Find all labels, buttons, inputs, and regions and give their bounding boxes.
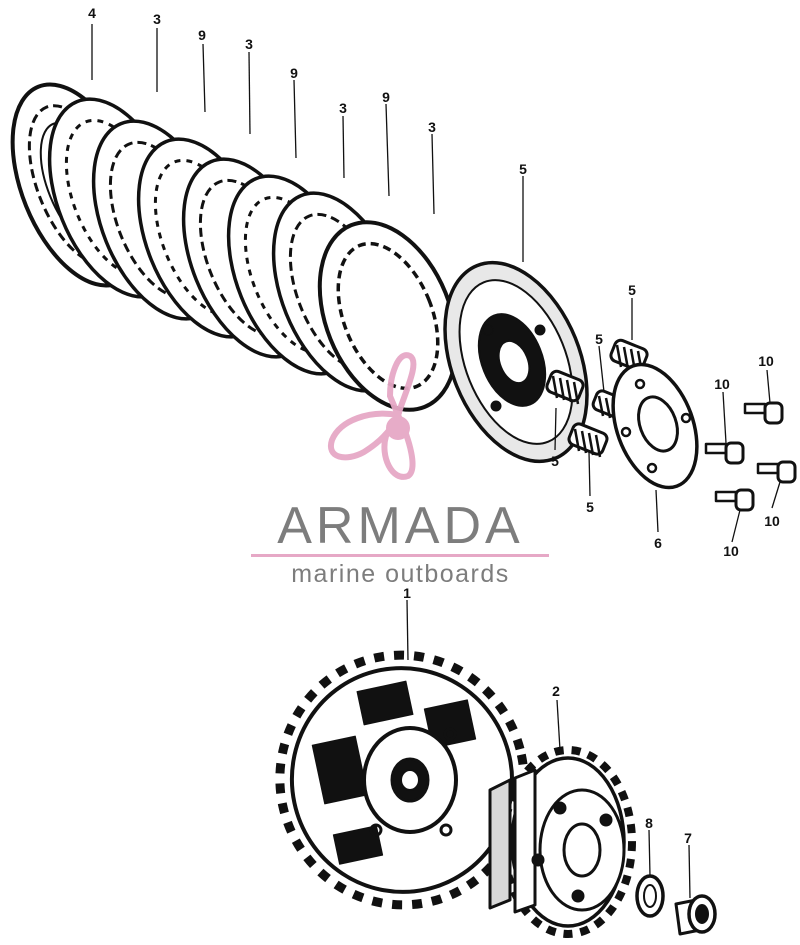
watermark-divider xyxy=(251,554,549,557)
watermark-title: ARMADA xyxy=(277,497,524,555)
callout-outer-housing-1: 1 xyxy=(403,585,411,601)
callout-spring-5c: 5 xyxy=(551,453,559,469)
clutch-spring-d xyxy=(567,422,609,458)
bolt-a xyxy=(743,401,784,425)
pressure-plate xyxy=(443,260,589,464)
callout-center-hub-2: 2 xyxy=(552,683,560,699)
callout-pressure-plate-5: 5 xyxy=(519,161,527,177)
callout-bolt-10d: 10 xyxy=(723,543,739,559)
bolt-d xyxy=(714,488,755,512)
callout-plate-3a: 3 xyxy=(153,11,161,27)
callout-plate-9a: 9 xyxy=(198,27,206,43)
callout-plate-3d: 3 xyxy=(428,119,436,135)
callout-bolt-10a: 10 xyxy=(758,353,774,369)
callout-plate-3b: 3 xyxy=(245,36,253,52)
propeller-icon xyxy=(327,352,417,480)
clutch-plate-3d xyxy=(317,220,459,412)
lock-nut xyxy=(674,894,717,936)
callout-spring-5a: 5 xyxy=(628,282,636,298)
watermark-subtitle: marine outboards xyxy=(291,560,510,588)
callout-bolt-10b: 10 xyxy=(714,376,730,392)
clutch-outer-housing xyxy=(275,650,529,910)
clutch-spring-a xyxy=(545,369,585,405)
callout-plate-3c: 3 xyxy=(339,100,347,116)
callout-plate-9c: 9 xyxy=(382,89,390,105)
bolt-b xyxy=(704,441,745,465)
lock-washer xyxy=(635,874,665,918)
callout-plate-9b: 9 xyxy=(290,65,298,81)
lifter-plate xyxy=(611,362,699,490)
callout-lifter-6: 6 xyxy=(654,535,662,551)
callout-plate-4: 4 xyxy=(88,5,96,21)
clutch-center-hub xyxy=(488,746,636,938)
callout-spring-5b: 5 xyxy=(595,331,603,347)
callout-washer-8: 8 xyxy=(645,815,653,831)
callout-bolt-10c: 10 xyxy=(764,513,780,529)
leader-lines xyxy=(91,24,781,899)
bolt-c xyxy=(756,460,797,484)
callout-nut-7: 7 xyxy=(684,830,692,846)
clutch-spring-b xyxy=(609,338,649,374)
callout-spring-5d: 5 xyxy=(586,499,594,515)
